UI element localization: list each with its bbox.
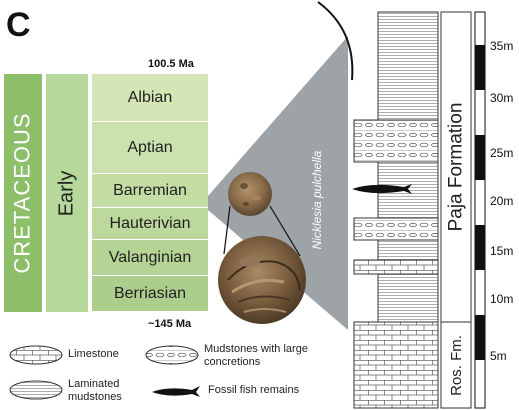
legend-fossil-fish: Fossil fish remains: [208, 384, 299, 397]
legend-mudstones-concretions: Mudstones with large concretions: [204, 343, 309, 369]
layer-concretions-lower: [354, 218, 438, 240]
scale-tick-5m: 5m: [490, 349, 507, 363]
legend-laminated-mudstones: Laminated mudstones: [68, 378, 132, 404]
layer-limestone-thin: [354, 260, 438, 274]
scale-tick-10m: 10m: [490, 292, 513, 306]
scale-tick-15m: 15m: [490, 244, 513, 258]
species-label: Nicklesia pulchella: [310, 150, 330, 250]
scale-tick-35m: 35m: [490, 39, 513, 53]
scale-tick-20m: 20m: [490, 194, 513, 208]
layer-limestone-base: [354, 322, 438, 408]
formation-label-paja: Paja Formation: [445, 103, 467, 232]
scale-tick-30m: 30m: [490, 91, 513, 105]
scale-bar: [475, 12, 485, 408]
scale-tick-25m: 25m: [490, 146, 513, 160]
legend-limestone: Limestone: [68, 348, 119, 361]
layer-concretions-upper: [354, 120, 438, 162]
layer-laminated-lower: [378, 240, 438, 260]
formation-label-ros-wrap: Ros. Fm.: [441, 322, 471, 408]
formation-label-ros: Ros. Fm.: [448, 335, 465, 396]
fossil-photo-small: [228, 172, 272, 216]
strat-column: [354, 12, 438, 408]
formation-label-paja-wrap: Paja Formation: [441, 12, 471, 322]
layer-laminated-base: [378, 274, 438, 322]
fossil-photo-large: [218, 236, 306, 324]
layer-laminated-upper: [378, 12, 438, 120]
